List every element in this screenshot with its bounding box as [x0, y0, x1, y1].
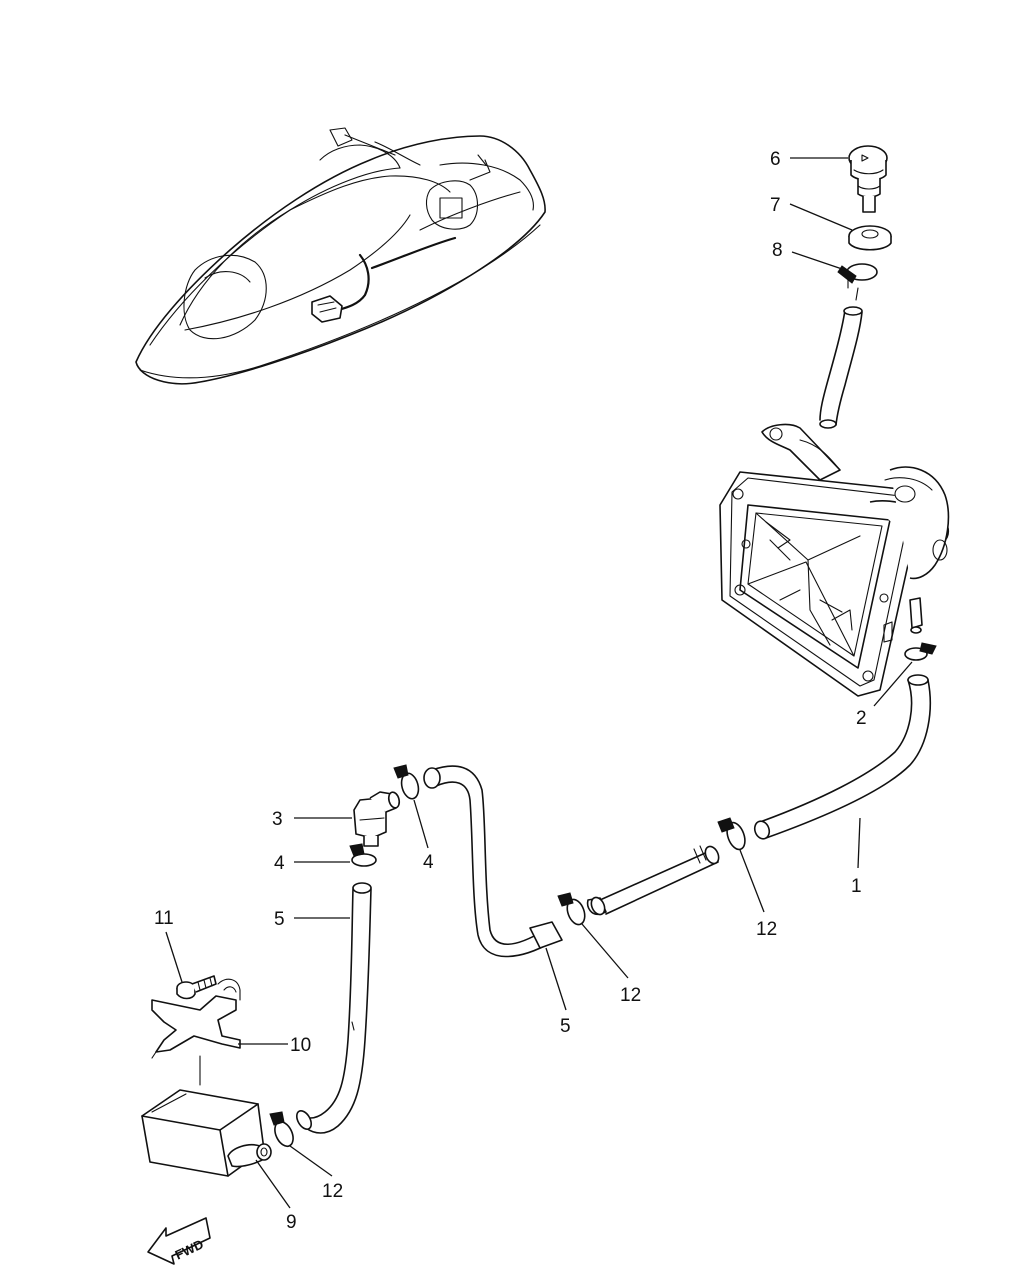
part-12-clamp-lower	[269, 1111, 294, 1148]
leader-lines	[165, 157, 913, 1209]
part-9-box	[141, 1089, 272, 1177]
part-5-hose-left	[295, 882, 372, 1134]
part-2-clamp	[904, 642, 937, 661]
callout-12-lower: 12	[322, 1181, 343, 1202]
part-5-hose-middle	[423, 765, 563, 958]
callout-11: 11	[154, 908, 174, 929]
part-12-clamp-middle	[557, 892, 586, 926]
watercraft-overview	[135, 127, 546, 385]
callout-1: 1	[851, 876, 862, 897]
part-8-clamp	[837, 263, 878, 289]
callout-9: 9	[286, 1212, 297, 1233]
part-12-clamp-right	[717, 817, 746, 851]
callouts: 6 7 8 2 1 12 12 5 4 3 4 5 11 10 12 9	[154, 149, 867, 1233]
callout-4-upper: 4	[423, 852, 434, 873]
part-10-bracket	[151, 978, 241, 1086]
callout-12-middle: 12	[620, 985, 641, 1006]
callout-5-middle: 5	[560, 1016, 571, 1037]
part-4-clamp-lower	[349, 843, 377, 867]
callout-10: 10	[290, 1035, 311, 1056]
part-6-cap	[848, 145, 888, 213]
callout-7: 7	[770, 195, 781, 216]
callout-8: 8	[772, 240, 783, 261]
callout-5-left: 5	[274, 909, 285, 930]
jet-pump-housing	[719, 423, 950, 697]
middle-pipe	[586, 845, 720, 916]
part-3-elbow-fitting	[353, 791, 401, 847]
callout-12-right: 12	[756, 919, 777, 940]
part-1-hose	[753, 674, 931, 840]
part-7-washer	[848, 225, 892, 251]
callout-3: 3	[272, 809, 283, 830]
callout-6: 6	[770, 149, 781, 170]
part-11-screw	[176, 975, 217, 1000]
part-4-clamp-upper	[393, 764, 420, 800]
fwd-arrow: FWD	[147, 1217, 211, 1265]
callout-4-lower: 4	[274, 853, 285, 874]
upper-hose	[819, 287, 863, 429]
callout-2: 2	[856, 708, 867, 729]
